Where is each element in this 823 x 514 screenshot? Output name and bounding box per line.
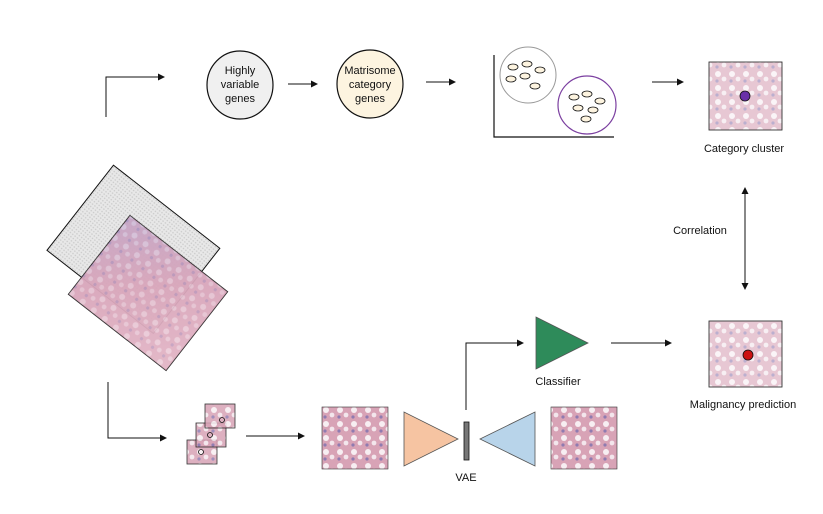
arrow-icon — [105, 73, 165, 117]
category-dot — [739, 90, 751, 102]
scatter-plot-icon — [493, 46, 617, 138]
malignancy-dot — [742, 349, 754, 361]
classifier-label: Classifier — [535, 376, 581, 388]
category-cluster-tile — [708, 61, 783, 131]
hvg-label-line: genes — [225, 93, 255, 105]
arrow-icon — [465, 339, 524, 410]
arrow-icon — [107, 382, 167, 442]
matrisome-node: Matrisome category genes — [336, 49, 404, 119]
hvg-node: Highly variable genes — [206, 50, 274, 120]
vae-label: VAE — [455, 472, 476, 484]
tissue-slide-icon — [46, 164, 229, 372]
malignancy-prediction-label: Malignancy prediction — [690, 399, 796, 411]
reconstructed-patch — [550, 406, 618, 470]
classifier-icon — [535, 316, 589, 370]
hvg-label-line: Highly — [225, 65, 256, 77]
category-cluster-label: Category cluster — [704, 143, 784, 155]
correlation-label: Correlation — [673, 225, 727, 237]
matrisome-label-line: genes — [355, 93, 385, 105]
patch-stack-icon — [186, 403, 236, 465]
latent-bar — [463, 421, 470, 461]
matrisome-label-line: Matrisome — [344, 65, 395, 77]
matrisome-label-line: category — [349, 79, 392, 91]
triangle-decoder-icon — [479, 411, 536, 467]
malignancy-tile — [708, 320, 783, 388]
input-patch — [321, 406, 389, 470]
hvg-label-line: variable — [221, 79, 260, 91]
triangle-encoder-icon — [403, 411, 459, 467]
